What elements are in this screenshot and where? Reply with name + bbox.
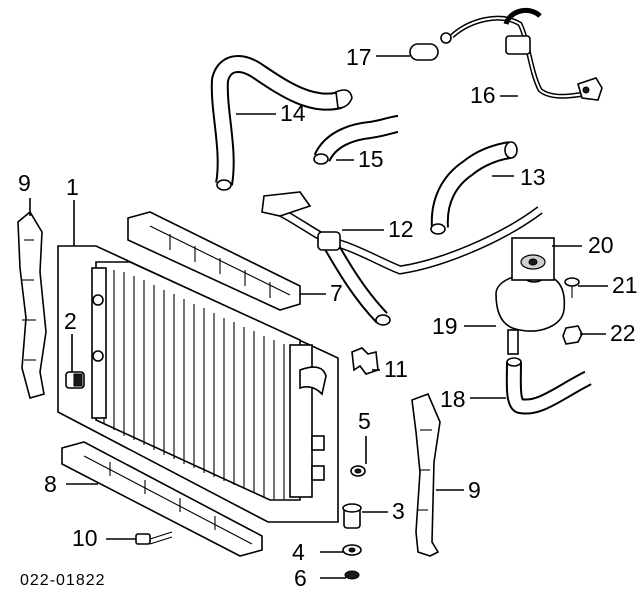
expansion-tank bbox=[495, 269, 566, 355]
bushing bbox=[350, 465, 366, 477]
nut bbox=[344, 570, 360, 580]
leader-lines bbox=[29, 55, 608, 579]
callout-17: 17 bbox=[346, 44, 372, 70]
side-air-guide-right bbox=[411, 392, 441, 557]
callout-6: 6 bbox=[294, 565, 307, 591]
hose-13 bbox=[430, 141, 518, 235]
lower-air-guide bbox=[61, 441, 263, 557]
callout-11: 11 bbox=[384, 356, 408, 382]
screw bbox=[564, 277, 580, 298]
side-air-guide-left bbox=[17, 210, 47, 399]
callout-22: 22 bbox=[610, 320, 636, 346]
radiator-fins bbox=[103, 270, 285, 499]
pipe-assembly bbox=[440, 7, 603, 101]
callout-20: 20 bbox=[588, 232, 614, 258]
hose-15 bbox=[313, 115, 399, 165]
callout-7: 7 bbox=[330, 280, 343, 306]
callout-10: 10 bbox=[72, 525, 98, 551]
hose-14 bbox=[210, 55, 353, 191]
callout-1: 1 bbox=[66, 174, 79, 200]
clip-nut bbox=[562, 325, 583, 345]
callout-8: 8 bbox=[44, 471, 57, 497]
radiator-assembly bbox=[57, 245, 339, 523]
callout-5: 5 bbox=[358, 408, 371, 434]
callout-13: 13 bbox=[520, 164, 546, 190]
callout-19: 19 bbox=[432, 313, 458, 339]
callout-9-left: 9 bbox=[18, 170, 31, 196]
callout-9-right: 9 bbox=[468, 477, 481, 503]
bolt bbox=[135, 531, 173, 545]
hose-18 bbox=[505, 357, 592, 415]
callout-15: 15 bbox=[358, 146, 384, 172]
callout-21: 21 bbox=[612, 272, 638, 298]
rubber-mount bbox=[342, 503, 362, 529]
drain-plug bbox=[65, 371, 85, 389]
callout-18: 18 bbox=[440, 386, 466, 412]
callout-12: 12 bbox=[388, 216, 414, 242]
tank-cap bbox=[511, 237, 555, 281]
callout-4: 4 bbox=[292, 539, 305, 565]
upper-hose-with-pipe bbox=[261, 191, 543, 326]
callout-16: 16 bbox=[470, 82, 496, 108]
callout-3: 3 bbox=[392, 498, 405, 524]
callout-14: 14 bbox=[280, 100, 306, 126]
callout-2: 2 bbox=[64, 308, 77, 334]
upper-air-guide bbox=[127, 211, 301, 311]
short-hose bbox=[409, 43, 439, 61]
diagram-code: 022-01822 bbox=[20, 572, 106, 589]
washer bbox=[342, 544, 362, 556]
